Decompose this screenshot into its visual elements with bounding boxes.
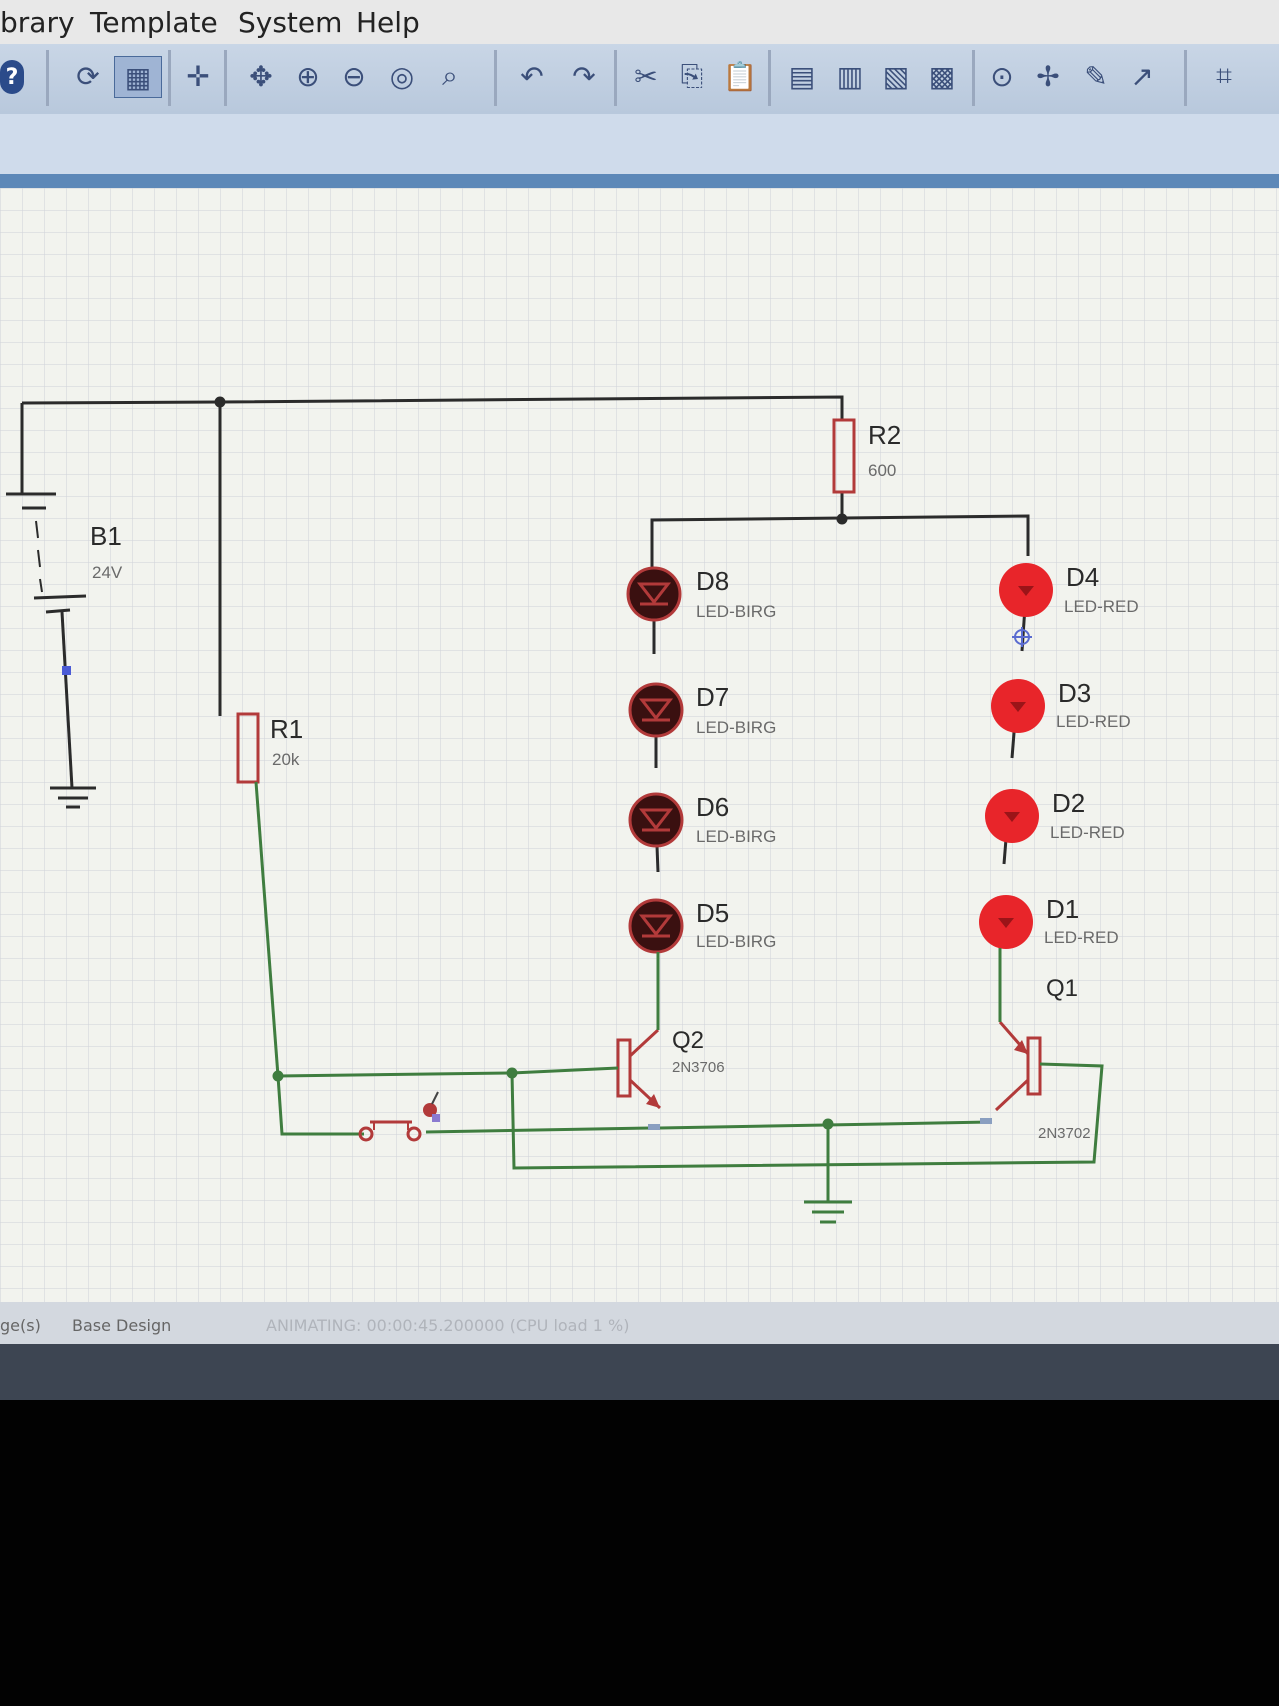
led-d3[interactable]: D3 LED-RED: [991, 678, 1131, 733]
menu-template[interactable]: Template: [90, 6, 218, 39]
transistor-q1[interactable]: Q1 2N3702: [994, 948, 1091, 1142]
d6-ref: D6: [696, 792, 729, 822]
package-tool-icon[interactable]: ✎: [1084, 59, 1108, 93]
decompose-icon[interactable]: ↗: [1130, 59, 1154, 93]
menu-system[interactable]: System: [238, 6, 343, 39]
d7-ref: D7: [696, 682, 729, 712]
toolbar-divider: [0, 174, 1279, 188]
refresh-icon[interactable]: ⟳: [76, 59, 100, 93]
wire-autorouter-icon[interactable]: ⌗: [1216, 59, 1232, 92]
help-icon[interactable]: ?: [0, 60, 24, 94]
d8-value: LED-BIRG: [696, 602, 776, 621]
q2-value: 2N3706: [672, 1059, 725, 1076]
control-wiring: [254, 781, 1104, 1202]
led-d4[interactable]: D4 LED-RED: [999, 562, 1139, 647]
d1-ref: D1: [1046, 894, 1079, 924]
r2-ref: R2: [868, 420, 901, 450]
d8-ref: D8: [696, 566, 729, 596]
origin-icon[interactable]: ✛: [186, 59, 210, 93]
cut-icon[interactable]: ✂: [634, 59, 658, 93]
q1-collector-pin: [980, 1118, 992, 1124]
status-left: ge(s): [0, 1316, 41, 1335]
d5-value: LED-BIRG: [696, 932, 776, 951]
zoom-out-icon[interactable]: ⊖: [342, 59, 366, 93]
taskbar: [0, 1344, 1279, 1400]
menu-help[interactable]: Help: [356, 6, 420, 39]
d1-value: LED-RED: [1044, 928, 1119, 947]
pan-icon[interactable]: ✥: [249, 59, 273, 93]
menu-library[interactable]: brary: [0, 6, 75, 39]
b1-value: 24V: [92, 563, 123, 582]
r2-value: 600: [868, 461, 896, 480]
r1-ref: R1: [270, 714, 303, 744]
block-delete-icon[interactable]: ▩: [928, 59, 956, 93]
make-device-icon[interactable]: ✢: [1036, 59, 1060, 93]
d6-value: LED-BIRG: [696, 827, 776, 846]
grid: [0, 188, 1279, 1325]
redo-icon[interactable]: ↷: [572, 59, 596, 93]
zoom-all-icon[interactable]: ◎: [389, 59, 415, 93]
led-d1[interactable]: D1 LED-RED: [979, 894, 1119, 949]
resistor-r2[interactable]: R2 600: [832, 418, 901, 494]
resistor-r1[interactable]: R1 20k: [236, 712, 303, 784]
d2-ref: D2: [1052, 788, 1085, 818]
menu-bar: brary Template System Help: [0, 0, 1279, 44]
d3-value: LED-RED: [1056, 712, 1131, 731]
positive-rail: [20, 395, 1030, 716]
push-button-switch[interactable]: [358, 1091, 440, 1142]
zoom-area-icon[interactable]: ⌕: [442, 59, 458, 92]
r1-value: 20k: [272, 750, 300, 769]
status-bar: ge(s) Base Design ANIMATING: 00:00:45.20…: [0, 1302, 1279, 1344]
status-design[interactable]: Base Design: [72, 1316, 172, 1335]
led-d2[interactable]: D2 LED-RED: [985, 788, 1125, 843]
block-move-icon[interactable]: ▥: [836, 59, 864, 93]
paste-icon[interactable]: 📋: [722, 59, 758, 93]
q2-ref: Q2: [672, 1027, 704, 1054]
d7-value: LED-BIRG: [696, 718, 776, 737]
pick-device-icon[interactable]: ⊙: [990, 59, 1014, 93]
grid-icon[interactable]: ▦: [114, 56, 162, 98]
zoom-in-icon[interactable]: ⊕: [296, 59, 320, 93]
ground-symbol: [804, 1200, 852, 1224]
b1-ref: B1: [90, 521, 122, 551]
secondary-toolbar: [0, 114, 1279, 176]
d4-ref: D4: [1066, 562, 1099, 592]
block-rotate-icon[interactable]: ▧: [882, 59, 910, 93]
q1-ref: Q1: [1046, 975, 1078, 1002]
d5-ref: D5: [696, 898, 729, 928]
q2-emitter-pin: [648, 1124, 660, 1130]
led-d6[interactable]: D6 LED-BIRG: [628, 792, 776, 848]
toolbar: ? ⟳ ▦ ✛ ✥ ⊕ ⊖ ◎ ⌕ ↶ ↷ ✂ ⎘ 📋 ▤ ▥ ▧ ▩ ⊙ ✢ …: [0, 44, 1279, 114]
schematic-drawing[interactable]: B1 24V R2 600 R1 20k: [0, 188, 1279, 1325]
d4-value: LED-RED: [1064, 597, 1139, 616]
d3-ref: D3: [1058, 678, 1091, 708]
led-d7[interactable]: D7 LED-BIRG: [628, 682, 776, 738]
led-d5[interactable]: D5 LED-BIRG: [628, 898, 776, 954]
status-simulation: ANIMATING: 00:00:45.200000 (CPU load 1 %…: [266, 1316, 630, 1335]
monitor-bezel: [0, 1400, 1279, 1706]
undo-icon[interactable]: ↶: [520, 59, 544, 93]
q1-value: 2N3702: [1038, 1125, 1091, 1142]
block-copy-icon[interactable]: ▤: [788, 59, 816, 93]
copy-icon[interactable]: ⎘: [680, 59, 704, 92]
transistor-q2[interactable]: Q2 2N3706: [616, 952, 725, 1110]
d2-value: LED-RED: [1050, 823, 1125, 842]
battery-b1[interactable]: B1 24V: [6, 492, 123, 809]
led-d8[interactable]: D8 LED-BIRG: [626, 566, 776, 622]
schematic-canvas[interactable]: B1 24V R2 600 R1 20k: [0, 188, 1279, 1325]
